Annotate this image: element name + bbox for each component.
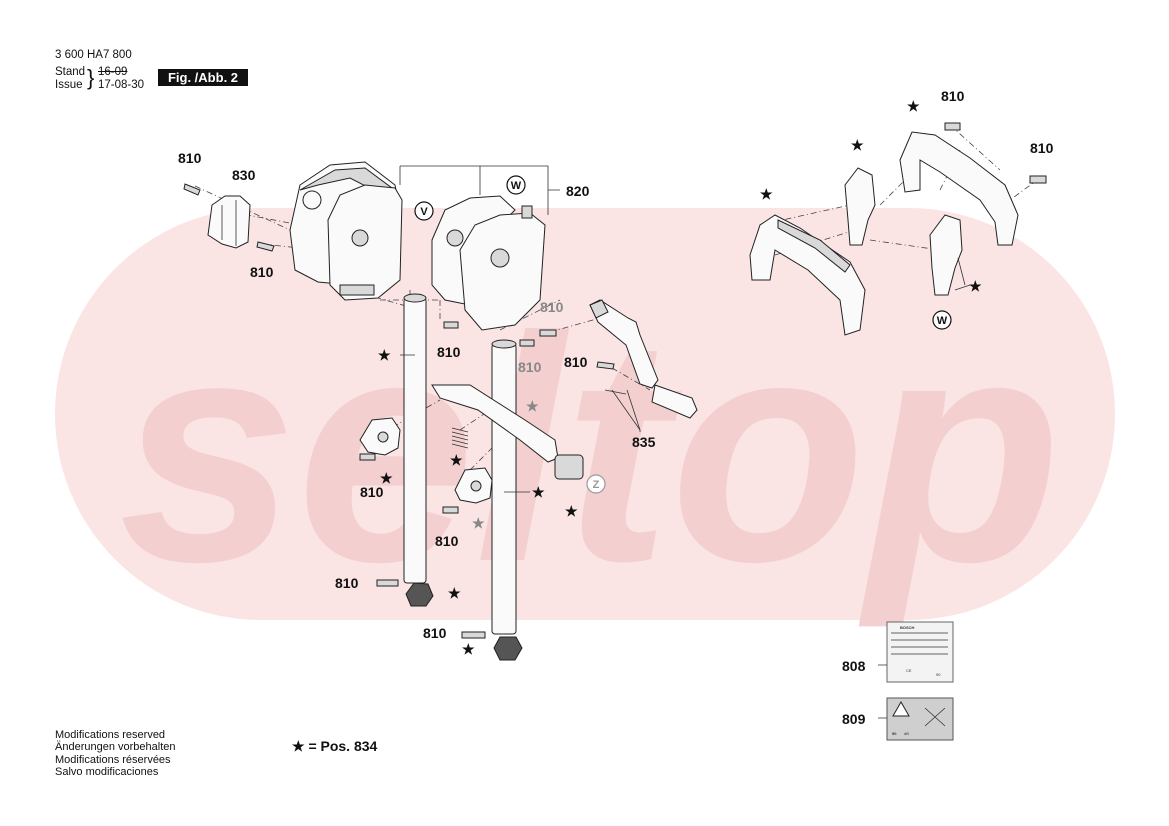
housing-left-front [327, 184, 403, 301]
screws [183, 122, 1047, 639]
footer-line: Modifications réservées [55, 753, 171, 766]
issue-label: Issue [55, 79, 83, 91]
new-date: 17-08-30 [98, 79, 145, 91]
end-cap-right [493, 636, 523, 661]
svg-text:W: W [937, 315, 948, 327]
star-icon: ★ [472, 515, 485, 531]
doc-number: 3 600 HA7 800 [55, 49, 132, 61]
footer-line: Salvo modificaciones [55, 765, 159, 778]
warning-label-809: 90 dB [886, 697, 954, 741]
clamp-lower [454, 467, 493, 504]
footer-line: Änderungen vorbehalten [55, 741, 176, 754]
star-legend: ★ = Pos. 834 [292, 738, 378, 754]
label-808: 808 [842, 658, 866, 674]
view-marker-z [586, 474, 606, 494]
svg-text:Z: Z [593, 479, 600, 491]
bracket-icon: } [87, 65, 95, 90]
end-cap-left [405, 582, 434, 607]
svg-text:W: W [511, 180, 522, 192]
stand-label: Stand [55, 66, 86, 78]
label-830: 830 [232, 167, 256, 183]
footer-line: Modifications reserved [55, 729, 166, 741]
label-810-e: 810 [518, 359, 542, 375]
warning-90: 90 [892, 731, 897, 736]
star-icon: ★ [526, 398, 539, 414]
handle-bracket-upper [844, 167, 876, 246]
star-icon: ★ [532, 484, 545, 500]
tube-left [403, 293, 427, 584]
handle-frame [899, 131, 1019, 246]
leader-lines [399, 165, 971, 719]
label-810-d: 810 [540, 299, 564, 315]
label-820: 820 [566, 183, 590, 199]
locking-lever [431, 384, 584, 480]
label-810-b: 810 [250, 264, 274, 280]
nameplate-808: BOSCH CE 90 [886, 621, 954, 683]
star-icon: ★ [851, 137, 864, 153]
grip-assembly-835 [589, 299, 698, 419]
carry-handle [749, 214, 866, 336]
label-810-h: 810 [435, 533, 459, 549]
warning-db: dB [904, 731, 909, 736]
part-labels: 810 830 810 820 810 810 810 810 835 810 … [178, 88, 1054, 727]
star-icon: ★ [462, 641, 475, 657]
label-810-f: 810 [564, 354, 588, 370]
label-835: 835 [632, 434, 656, 450]
label-810-j: 810 [423, 625, 447, 641]
nameplate-ce: CE [906, 668, 912, 673]
view-marker-w-upper [506, 175, 526, 195]
nameplate-90: 90 [936, 672, 941, 677]
watermark-text: seltop [119, 270, 1061, 630]
housing-right-front [459, 205, 546, 331]
star-markers: ★ ★ ★ ★ ★ ★ ★ ★ ★ ★ ★ ★ ★ [378, 98, 982, 657]
star-icon: ★ [969, 278, 982, 294]
star-icon: ★ [448, 585, 461, 601]
watermark: seltop [55, 208, 1115, 630]
label-809: 809 [842, 711, 866, 727]
view-marker-w-lower [932, 310, 952, 330]
star-icon: ★ [380, 470, 393, 486]
clamp-upper [359, 417, 401, 456]
figure-label: Fig. /Abb. 2 [158, 69, 248, 86]
label-810-a: 810 [178, 150, 202, 166]
view-markers: V W W Z [414, 175, 952, 494]
star-icon: ★ [760, 186, 773, 202]
star-icon: ★ [907, 98, 920, 114]
footer-notes: Modifications reserved Änderungen vorbeh… [55, 729, 175, 778]
star-icon: ★ [378, 347, 391, 363]
star-icon: ★ [450, 452, 463, 468]
nameplate-brand: BOSCH [900, 625, 915, 630]
star-icon: ★ [565, 503, 578, 519]
label-810-g: 810 [360, 484, 384, 500]
bracket-830 [207, 195, 251, 249]
label-810-i: 810 [335, 575, 359, 591]
warning-triangle-icon [892, 700, 910, 717]
old-date: 16-09 [98, 66, 128, 78]
tube-right [491, 339, 517, 635]
svg-text:V: V [420, 206, 428, 218]
label-810-k: 810 [941, 88, 965, 104]
label-810-l: 810 [1030, 140, 1054, 156]
label-810-c: 810 [437, 344, 461, 360]
handle-bracket-lower [929, 214, 963, 296]
spring [451, 427, 469, 449]
view-marker-v [414, 201, 434, 221]
